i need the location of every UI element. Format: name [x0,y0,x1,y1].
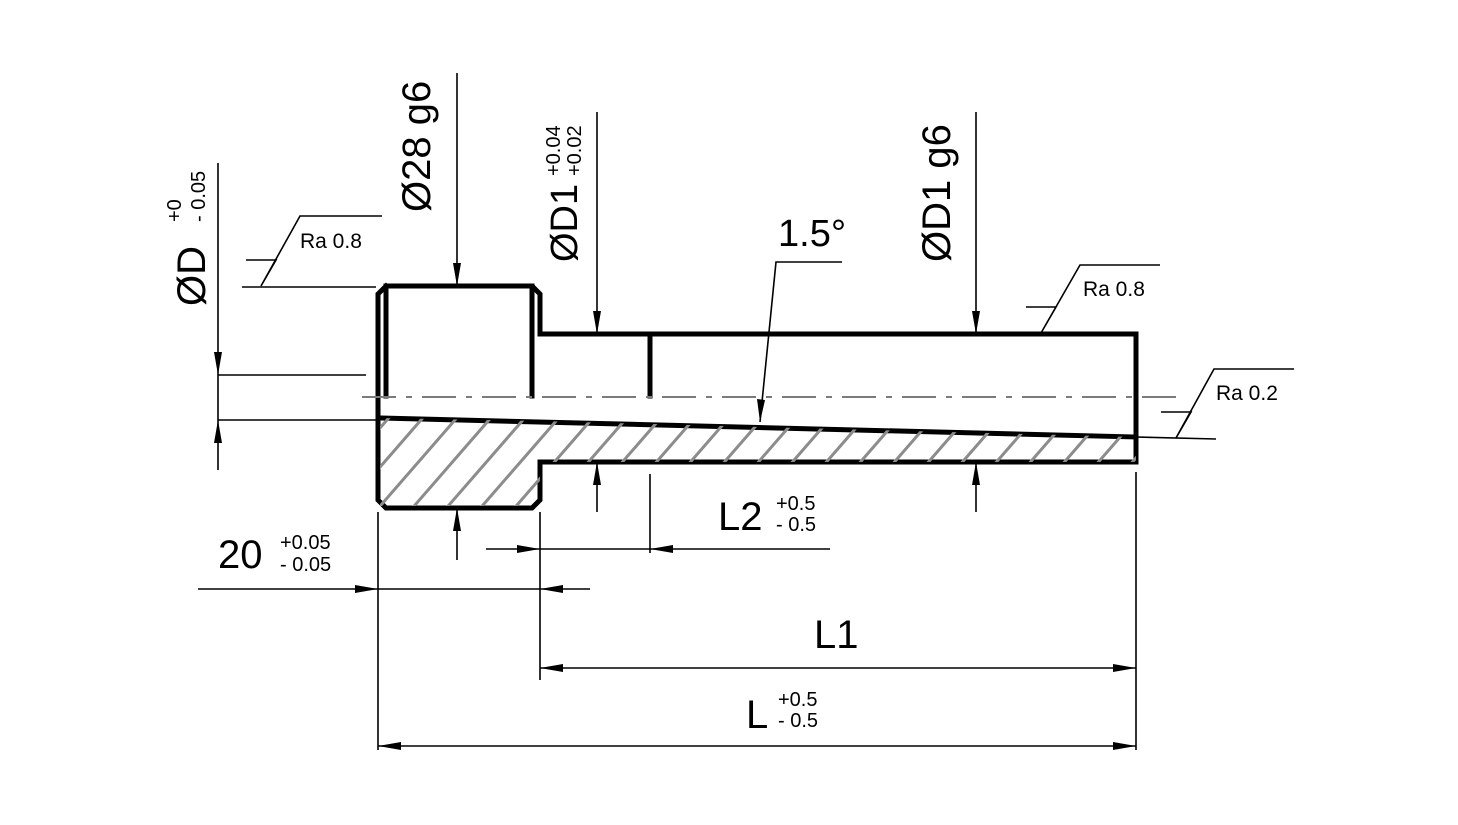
dim-od-d1-g6: ØD1 g6 [915,112,980,512]
dim-angle: 1.5° [757,213,846,423]
roughness-head: Ra 0.8 [242,215,382,288]
roughness-head-label: Ra 0.8 [300,230,362,253]
l2-label: L2 [718,495,763,539]
hatch-line [1150,405,1250,520]
len-20-label: 20 [218,533,263,577]
hatch-line [434,418,538,506]
part-silhouette [375,282,1139,511]
roughness-bore: Ra 0.2 [1135,368,1294,440]
l2-lower-tol: - 0.5 [776,514,816,536]
od-main-upper-tol: +0 [164,199,186,222]
od-d1-upper-tol: +0.04 [543,125,565,176]
dim-od-main: ØD +0 - 0.05 [164,163,376,470]
roughness-shaft: Ra 0.8 [1026,264,1160,334]
od-d1-g6-label: ØD1 g6 [915,124,959,262]
dim-l1: L1 [540,472,1137,750]
l1-label: L1 [814,613,859,657]
dim-l2: L2 +0.5 - 0.5 [486,474,830,680]
hatch-line [380,418,470,506]
hatch-line [380,418,402,506]
od-d1-label: ØD1 [544,184,586,262]
l-lower-tol: - 0.5 [778,710,818,732]
od-main-lower-tol: - 0.05 [188,171,210,222]
dim-od-d1-tol: ØD1 +0.04 +0.02 [543,112,601,512]
l-upper-tol: +0.5 [778,689,817,711]
od-28-label: Ø28 g6 [395,81,439,212]
hatch-line [380,418,436,506]
od-d1-lower-tol: +0.02 [564,125,586,176]
angle-label: 1.5° [778,213,846,255]
dim-20: 20 +0.05 - 0.05 [198,512,590,750]
l2-upper-tol: +0.5 [776,493,815,515]
hatch-line [468,418,572,506]
part-outline [375,282,1139,511]
roughness-shaft-label: Ra 0.8 [1083,278,1145,301]
roughness-bore-label: Ra 0.2 [1216,382,1278,405]
dim-l: L +0.5 - 0.5 [378,689,1136,750]
od-main-label: ØD [170,246,214,306]
hatch-line [1184,405,1284,520]
len-20-lower-tol: - 0.05 [280,554,331,576]
hatch-line [400,418,504,506]
taper-bore-line [377,415,1139,440]
hatch-line [1218,405,1318,520]
l-label: L [746,693,768,737]
dim-od-28: Ø28 g6 [395,73,461,560]
len-20-upper-tol: +0.05 [280,532,331,554]
